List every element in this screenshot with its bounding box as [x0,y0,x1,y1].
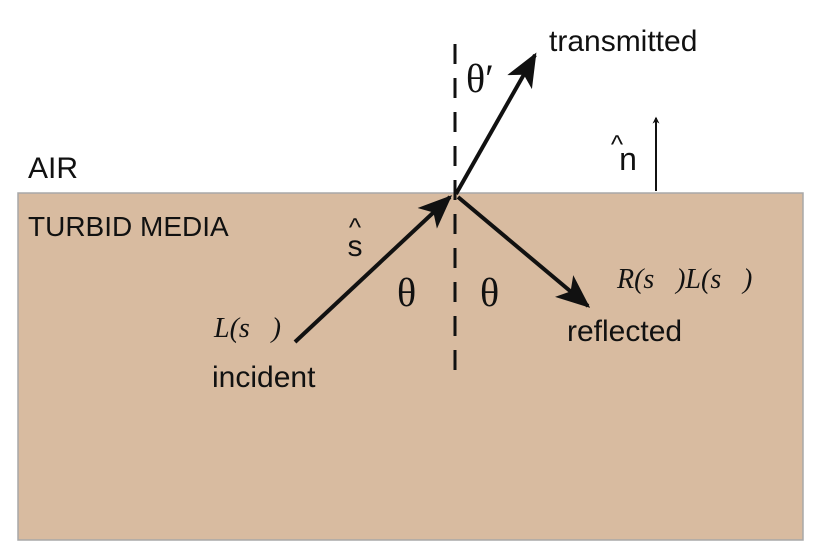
normal-symbol: ^ n [611,129,637,177]
normal-hat: ^ [611,129,624,159]
reflected-label: reflected [567,315,682,348]
normal-letter: n [619,141,637,177]
turbid-media-region [17,192,804,541]
transmitted-label: transmitted [549,25,697,58]
angle-transmitted-label: θ′ [466,56,494,101]
direction-letter: s [348,230,363,263]
incident-radiance-formula: L(s⃗) [213,313,281,344]
reflected-radiance-formula: R(s⃗)L(s⃗) [616,264,752,295]
air-label: AIR [28,152,78,185]
angle-reflected-label: θ [480,270,499,315]
angle-incident-label: θ [397,270,416,315]
transmitted-ray-arrow [454,52,537,195]
incident-label: incident [212,361,316,394]
direction-symbol: ^ s [348,212,363,263]
reflected-ray-arrow [456,195,591,308]
direction-hat: ^ [349,212,362,242]
turbid-media-label: TURBID MEDIA [28,211,229,242]
incident-ray-arrow [293,195,453,344]
